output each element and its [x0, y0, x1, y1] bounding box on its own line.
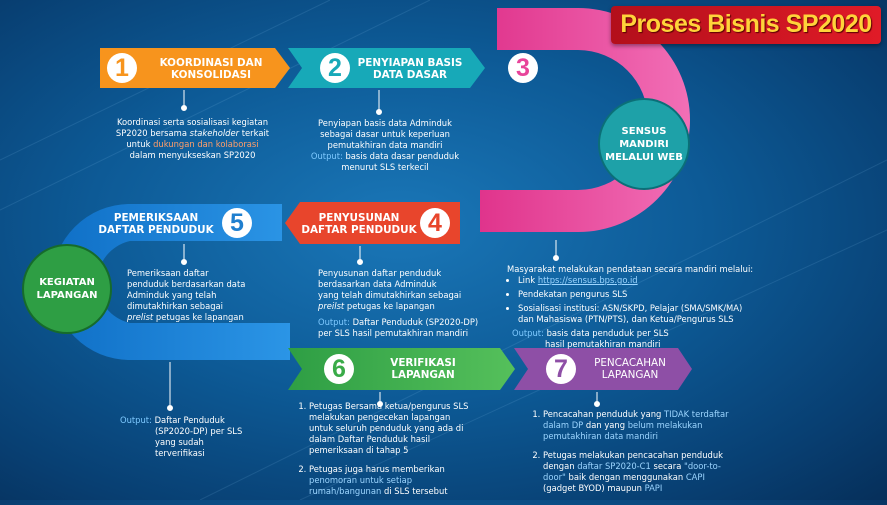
step-2-number: 2: [320, 53, 350, 83]
sensus-mandiri-label: SENSUS MANDIRI MELALUI WEB: [605, 126, 683, 163]
step-5-description: Pemeriksaan daftar penduduk berdasarkan …: [127, 268, 246, 322]
step-6-number: 6: [324, 354, 354, 384]
kegiatan-lapangan-label: KEGIATAN LAPANGAN: [36, 277, 98, 301]
step-4-arrow: [285, 202, 460, 244]
verified-output-description: Output: Daftar Penduduk (SP2020-DP) per …: [120, 415, 243, 458]
page-title: Proses Bisnis SP2020: [620, 10, 872, 38]
sensus-link[interactable]: https://sensus.bps.go.id: [537, 275, 638, 285]
step-5-number: 5: [222, 208, 252, 238]
sensus-mandiri-circle: [598, 98, 690, 190]
step-3-description: Masyarakat melakukan pendataan secara ma…: [507, 264, 777, 350]
step-4-number: 4: [420, 208, 450, 238]
step-1-number: 1: [107, 53, 137, 83]
step-6-description: Petugas Bersama ketua/pengurus SLS melak…: [296, 401, 491, 505]
step-7-description: Pencacahan penduduk yang TIDAK terdaftar…: [530, 409, 760, 502]
page-title-banner: Proses Bisnis SP2020: [611, 6, 881, 44]
step-1-arrow: [100, 48, 290, 88]
step-7-number: 7: [546, 354, 576, 384]
step-2-description: Penyiapan basis data Adminduk sebagai da…: [310, 118, 460, 172]
blue-arc: [52, 204, 290, 360]
step-1-description: Koordinasi serta sosialisasi kegiatan SP…: [115, 117, 270, 160]
step-3-number: 3: [508, 53, 538, 83]
step-4-description: Penyusunan daftar penduduk berdasarkan d…: [318, 268, 479, 338]
kegiatan-lapangan-circle: [22, 244, 112, 334]
